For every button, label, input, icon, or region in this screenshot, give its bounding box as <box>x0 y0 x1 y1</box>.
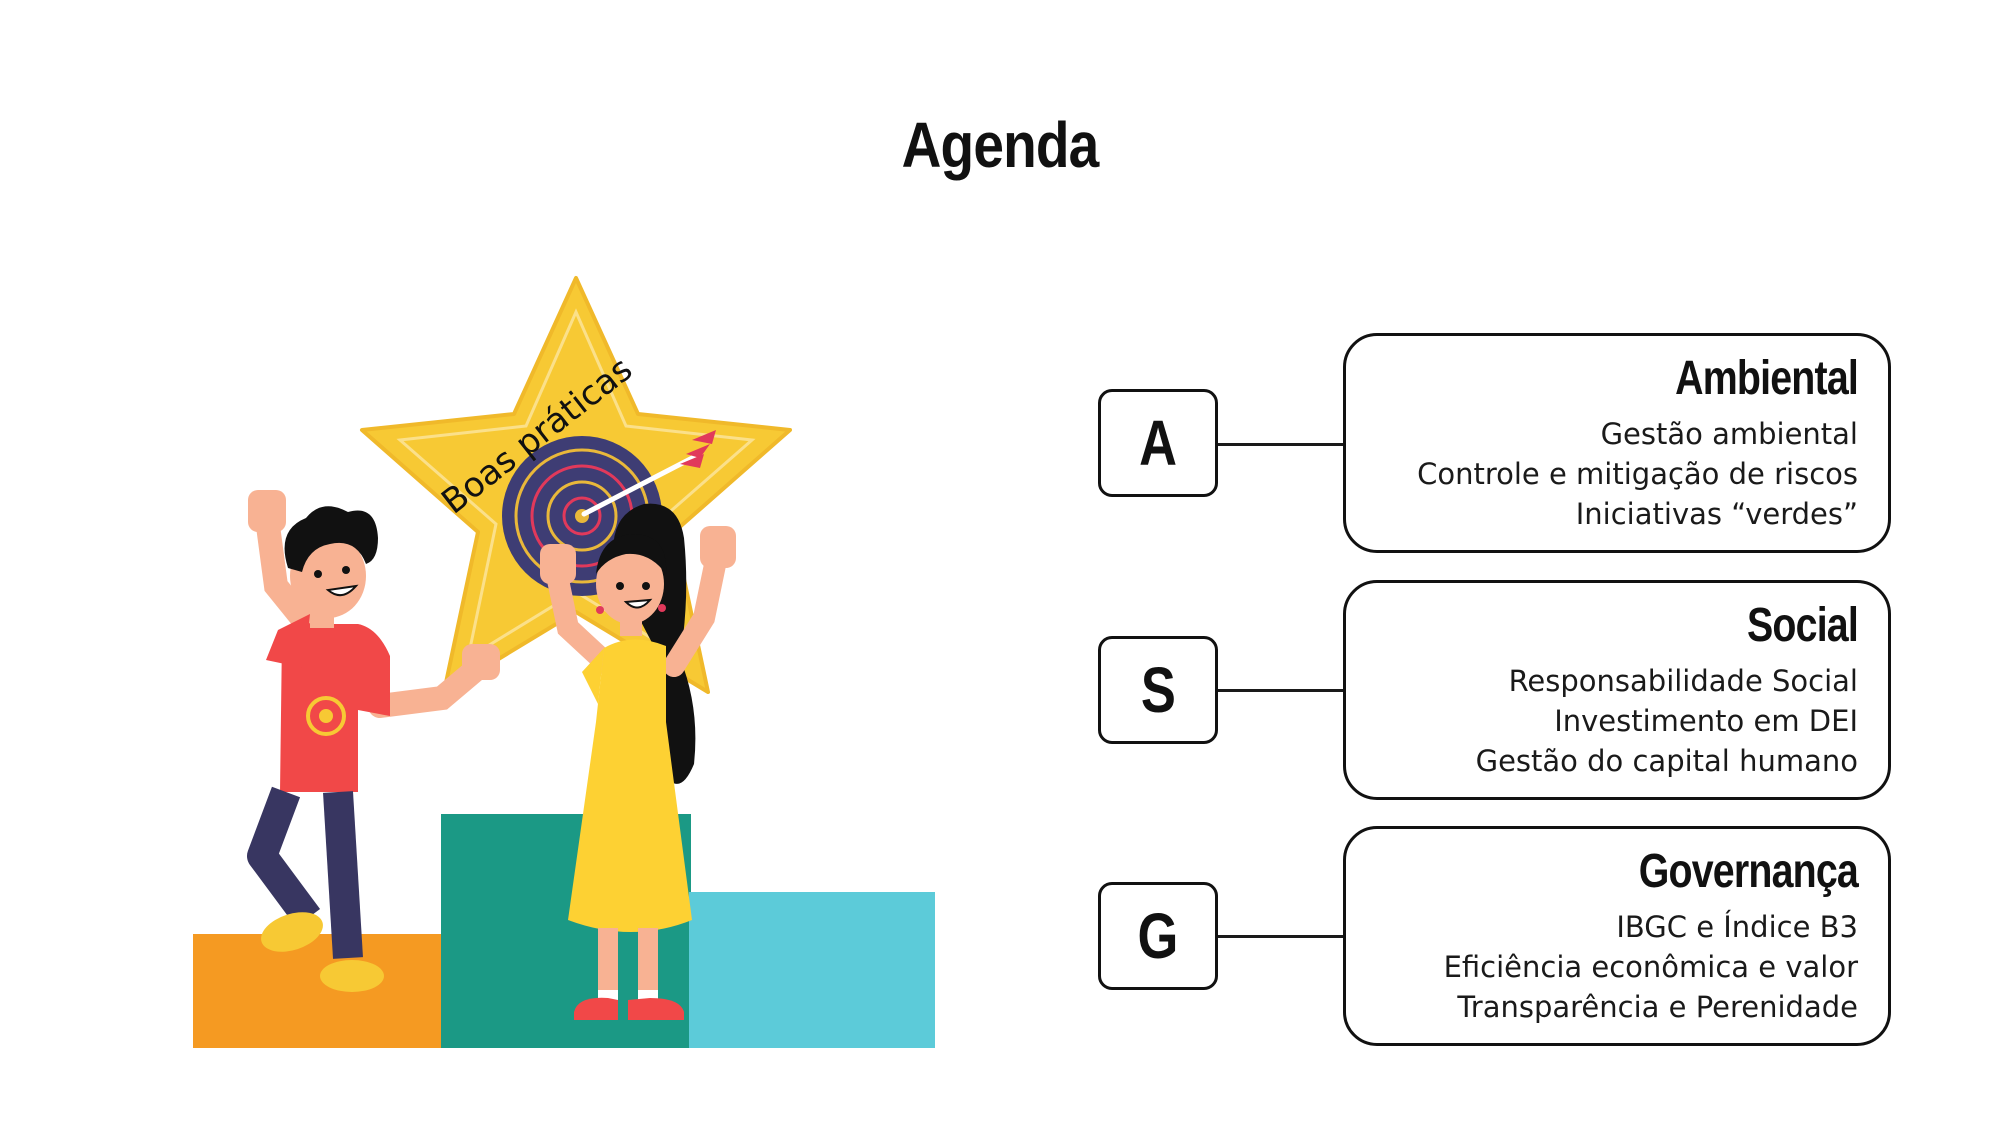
best-practices-illustration: Boas práticas <box>180 268 940 1048</box>
pillar-letter-a: A <box>1098 389 1218 497</box>
arrow-icon <box>581 430 716 517</box>
pillar-title: Social <box>1746 599 1859 652</box>
pillar-letter-s: S <box>1098 636 1218 744</box>
connector-g <box>1218 935 1344 938</box>
pillar-letter-s-text: S <box>1140 654 1176 726</box>
pillar-item: Responsabilidade Social <box>1508 664 1858 698</box>
pillar-item: Eficiência econômica e valor <box>1443 950 1858 984</box>
girl-figure <box>540 503 736 1020</box>
pillar-card-social: Social Responsabilidade Social Investime… <box>1343 580 1891 800</box>
podium-right-block <box>689 892 935 1048</box>
podium-left-block <box>193 934 443 1048</box>
pillar-card-ambiental: Ambiental Gestão ambiental Controle e mi… <box>1343 333 1891 553</box>
pillar-letter-g-text: G <box>1137 900 1179 972</box>
pillar-item: Iniciativas “verdes” <box>1575 497 1858 531</box>
pillar-letter-a-text: A <box>1139 407 1177 479</box>
pillar-item: Gestão ambiental <box>1600 417 1858 451</box>
pillar-item: IBGC e Índice B3 <box>1616 910 1858 944</box>
pillar-item: Investimento em DEI <box>1554 704 1858 738</box>
connector-s <box>1218 689 1344 692</box>
pillar-letter-g: G <box>1098 882 1218 990</box>
pillar-item: Gestão do capital humano <box>1475 744 1858 778</box>
boy-figure <box>247 490 500 992</box>
connector-a <box>1218 443 1344 446</box>
pillar-item: Controle e mitigação de riscos <box>1417 457 1858 491</box>
pillar-card-governanca: Governança IBGC e Índice B3 Eficiência e… <box>1343 826 1891 1046</box>
pillar-title: Ambiental <box>1675 352 1859 405</box>
pillar-item: Transparência e Perenidade <box>1457 990 1858 1024</box>
pillar-title: Governança <box>1638 845 1859 898</box>
page-title: Agenda <box>901 109 1100 181</box>
